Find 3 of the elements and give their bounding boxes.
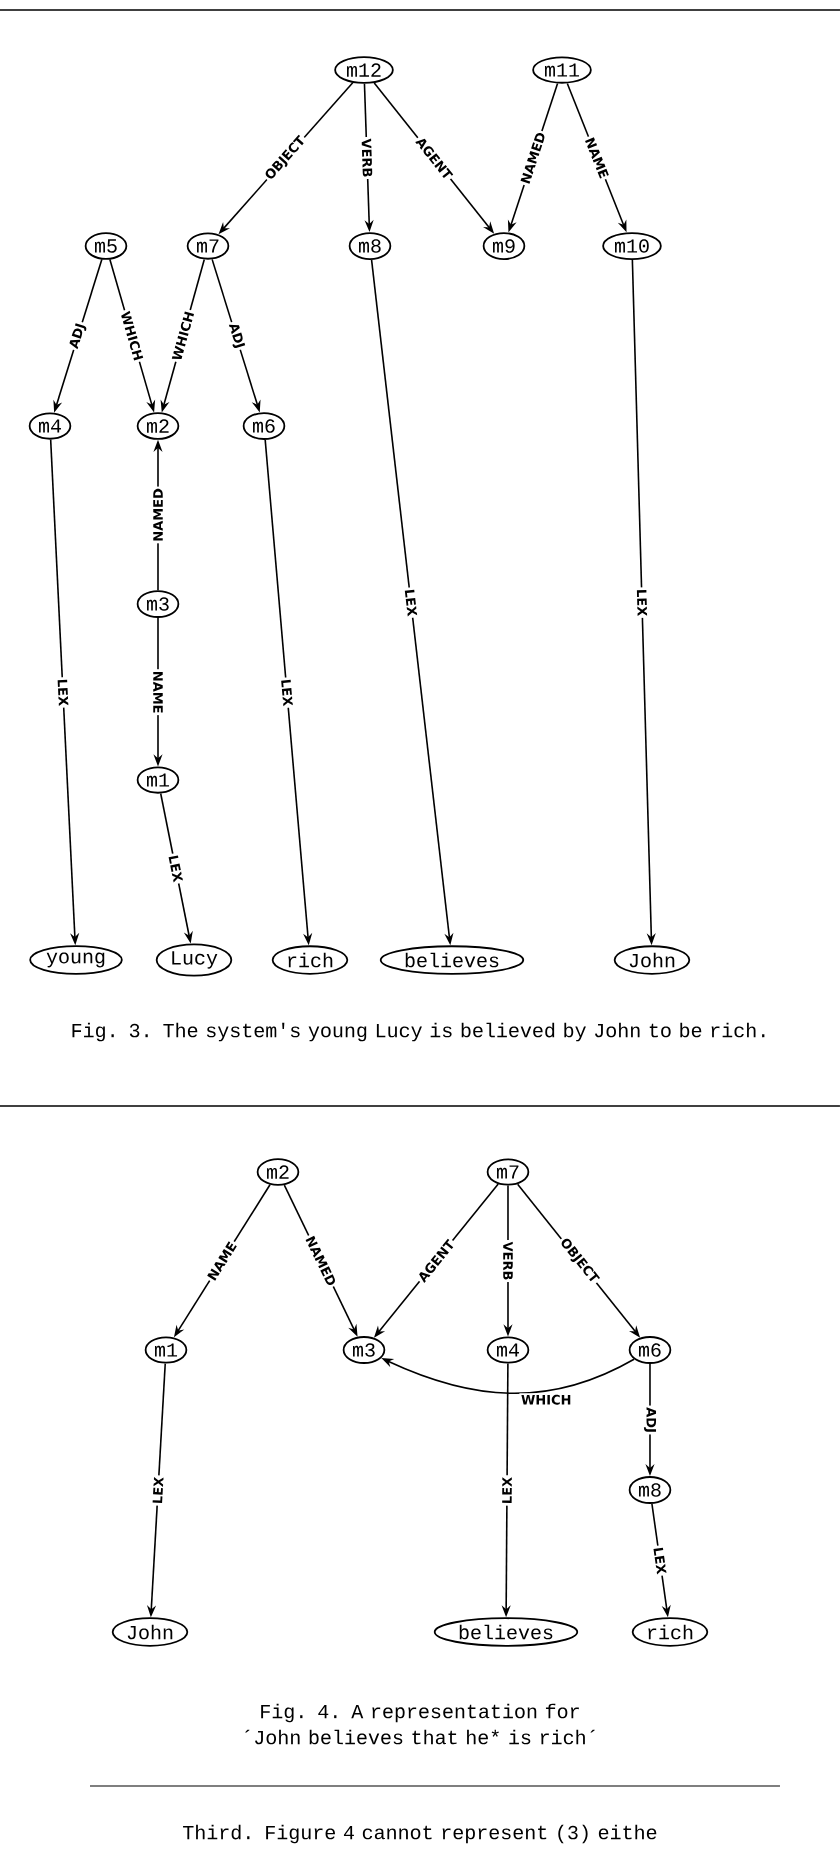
figure-caption: Fig. 3. The system's young Lucy is believed by John to be rich. [72, 1022, 765, 1042]
figure-caption: Fig. 4. A representation for ´John believes that he* is rich´ [245, 1703, 595, 1745]
paragraph-text: Third. Figure 4 cannot represent (3) eithe [183, 1824, 657, 1844]
